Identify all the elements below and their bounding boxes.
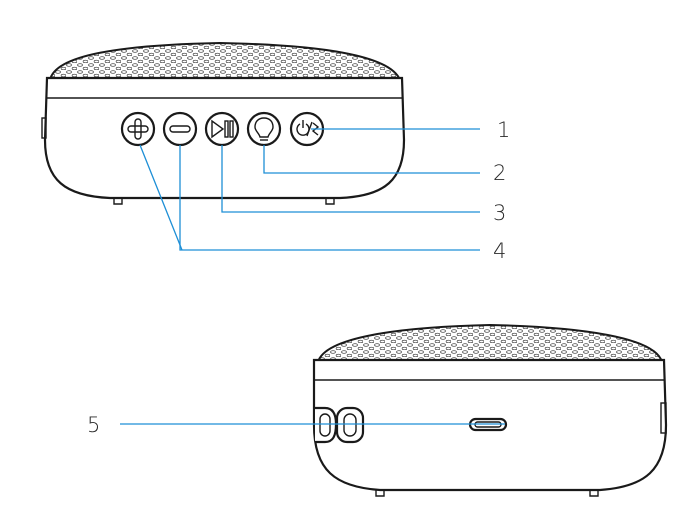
leader-line-2	[263, 145, 480, 174]
foot-right	[325, 198, 335, 205]
strap-hole-left	[315, 406, 338, 444]
leader-line-4b	[179, 145, 480, 251]
play-pause-button[interactable]	[204, 111, 240, 147]
leader-line-4a	[139, 144, 183, 251]
plus-icon	[127, 118, 149, 140]
minus-icon	[169, 125, 191, 133]
play-pause-icon	[211, 119, 234, 139]
foot-left	[113, 198, 123, 205]
lightbulb-icon	[254, 117, 274, 141]
power-bluetooth-icon	[296, 120, 320, 137]
callout-3: 3	[493, 201, 506, 225]
speaker-grill-side	[316, 323, 664, 363]
callout-4: 4	[493, 239, 506, 263]
callout-1: 1	[497, 118, 510, 142]
speaker-side-view: 5	[87, 323, 668, 497]
side-notch-right	[660, 402, 667, 434]
minus-button[interactable]	[162, 111, 198, 147]
side-notch-left	[41, 117, 47, 139]
plus-button[interactable]	[120, 111, 156, 147]
speaker-grill	[48, 41, 402, 81]
foot-left-side	[375, 490, 385, 497]
foot-right-side	[589, 490, 599, 497]
leader-line-3	[221, 145, 480, 213]
strap-hole-right	[335, 406, 365, 444]
callout-2: 2	[493, 161, 506, 185]
speaker-front-view: 1 2 3 4	[41, 41, 510, 263]
callout-5: 5	[87, 413, 100, 437]
light-button[interactable]	[246, 111, 282, 147]
